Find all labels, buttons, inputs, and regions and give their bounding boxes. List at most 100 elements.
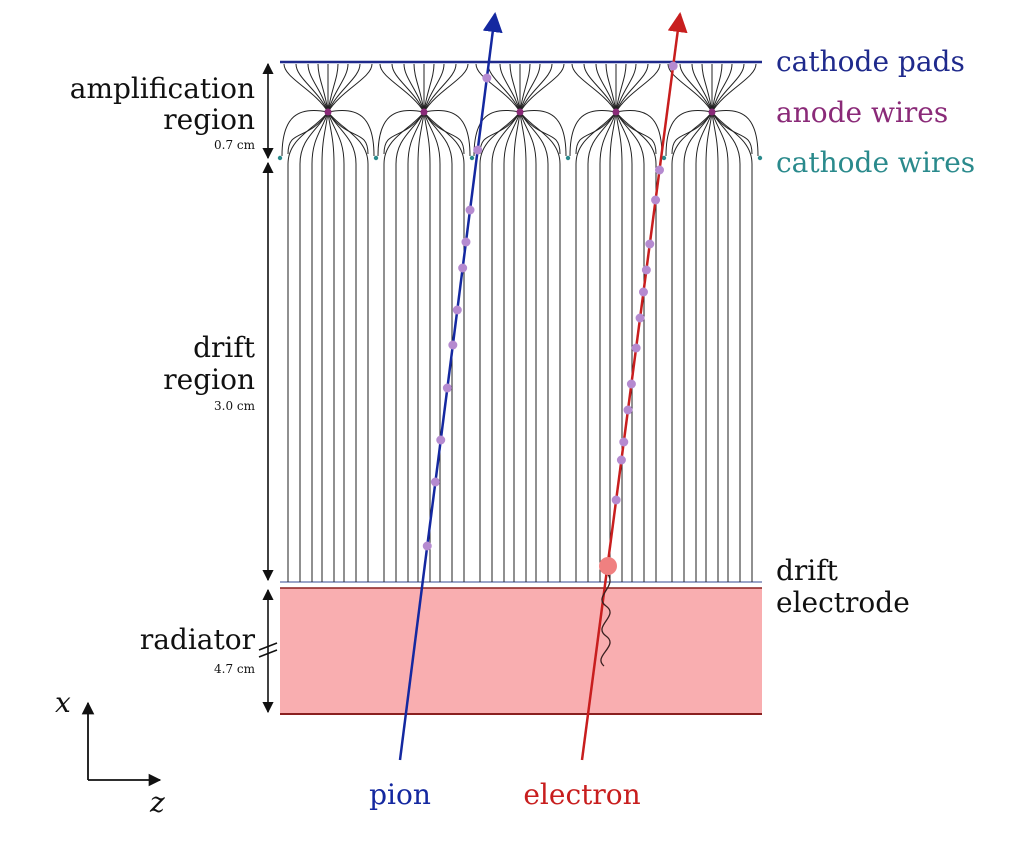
field-line (383, 111, 425, 155)
field-line (423, 63, 457, 113)
field-line (377, 109, 425, 157)
radiator-axis-break (258, 642, 278, 658)
field-line (317, 63, 329, 113)
anode-wire (324, 108, 332, 116)
field-line (287, 111, 329, 155)
field-line (615, 111, 657, 155)
electron-cluster (623, 405, 633, 415)
pion-cluster (452, 305, 462, 315)
field-line (571, 63, 617, 113)
pion-cluster (461, 237, 471, 247)
cathode-wire (469, 155, 475, 161)
cathode-wire (565, 155, 571, 161)
axis-x-label: x (55, 686, 71, 719)
electron-label: electron (523, 778, 640, 811)
field-line (423, 109, 471, 157)
field-line (519, 111, 561, 155)
cathode-wire (277, 155, 283, 161)
field-line (295, 63, 329, 113)
field-line (475, 63, 521, 113)
field-line (321, 111, 329, 582)
field-line (587, 111, 617, 582)
field-line (711, 109, 759, 157)
field-line (671, 111, 713, 582)
field-line (327, 63, 339, 113)
axis-z-label: z (149, 786, 165, 819)
field-line (423, 63, 469, 113)
field-line (519, 111, 561, 582)
field-line (683, 111, 713, 582)
field-line (327, 111, 369, 582)
field-line (583, 63, 617, 113)
field-line (327, 63, 373, 113)
field-line (379, 63, 425, 113)
electron-cluster (619, 437, 629, 447)
field-line (479, 111, 521, 582)
field-line (615, 63, 637, 113)
cathode-pads-label: cathode pads (776, 45, 965, 78)
field-line (519, 63, 553, 113)
field-line (519, 63, 565, 113)
pion-cluster (442, 383, 452, 393)
field-line (695, 111, 713, 582)
field-line (519, 63, 531, 113)
field-line (327, 111, 335, 582)
field-line (595, 63, 617, 113)
pion-cluster (436, 435, 446, 445)
field-line (519, 111, 527, 582)
electron-cluster (626, 379, 636, 389)
pion-cluster (430, 477, 440, 487)
tr-photon-absorption (599, 557, 617, 575)
field-line (519, 111, 549, 582)
field-line (509, 63, 521, 113)
drift-label: drift (193, 331, 256, 364)
field-line (417, 111, 425, 582)
field-line (491, 111, 521, 582)
field-line (503, 111, 521, 582)
amplification-label: amplification (70, 72, 255, 105)
field-line (423, 111, 465, 155)
amplification-region-label: region (163, 103, 255, 136)
field-line (307, 63, 329, 113)
field-line (423, 111, 465, 582)
cathode-wires-label: cathode wires (776, 146, 975, 179)
field-line (391, 63, 425, 113)
field-line (671, 111, 713, 155)
field-line (287, 111, 329, 582)
wire-plane (277, 108, 763, 161)
pion-cluster (422, 541, 432, 551)
pion-cluster (458, 263, 468, 273)
ionisation-clusters (422, 61, 678, 551)
electron-cluster (655, 165, 665, 175)
field-line (299, 111, 329, 582)
field-line (575, 111, 617, 582)
anode-wire (420, 108, 428, 116)
field-line (327, 111, 357, 582)
pion-cluster (465, 205, 475, 215)
field-line (705, 111, 713, 582)
field-line (519, 109, 567, 157)
field-line (311, 111, 329, 582)
field-line (327, 111, 369, 155)
field-line (615, 111, 645, 582)
field-line (423, 111, 453, 582)
field-line (423, 63, 445, 113)
radiator-size-label: 4.7 cm (214, 662, 256, 676)
field-line (473, 109, 521, 157)
field-line (609, 111, 617, 582)
field-line (575, 111, 617, 155)
field-line (423, 111, 441, 582)
field-line (711, 63, 745, 113)
drift-region-label: region (163, 363, 255, 396)
field-line (327, 63, 361, 113)
field-line (513, 111, 521, 582)
anode-wire (516, 108, 524, 116)
field-line (403, 63, 425, 113)
field-line (395, 111, 425, 582)
field-line (711, 111, 753, 155)
electron-cluster (611, 495, 621, 505)
amplification-size-label: 0.7 cm (214, 138, 256, 152)
radiator-block (280, 588, 762, 714)
cathode-wire (661, 155, 667, 161)
